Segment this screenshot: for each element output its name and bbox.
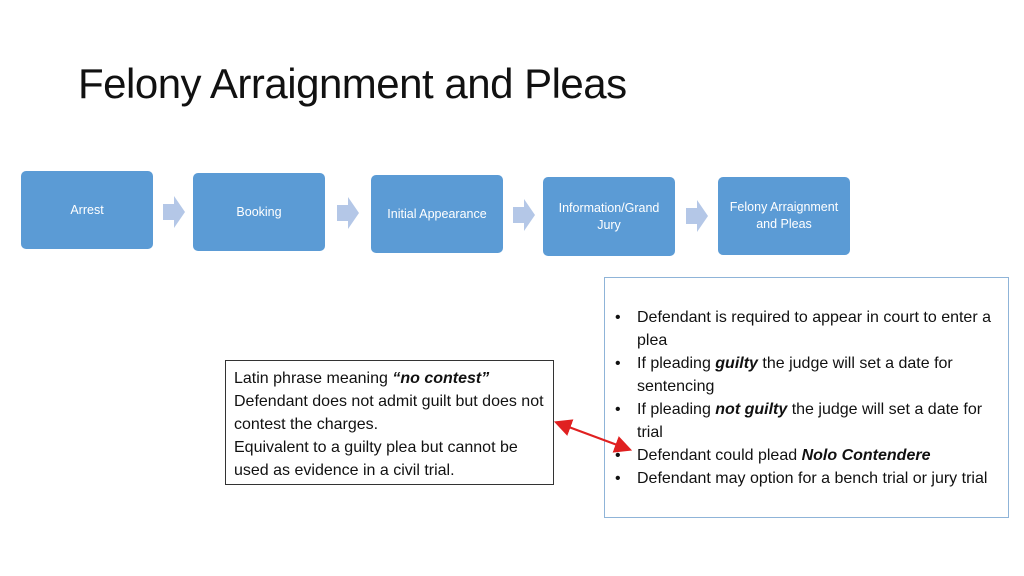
list-item: • Defendant could plead Nolo Contendere <box>611 444 998 467</box>
chevron-right-icon <box>337 197 359 229</box>
plea-bullets: • Defendant is required to appear in cou… <box>604 277 1009 518</box>
bullet-icon: • <box>615 447 621 464</box>
step-booking: Booking <box>193 173 325 251</box>
list-item: • If pleading not guilty the judge will … <box>611 398 998 444</box>
list-item: • Defendant may option for a bench trial… <box>611 467 998 490</box>
step-initial-appearance: Initial Appearance <box>371 175 503 253</box>
note-emphasis: “no contest” <box>392 370 490 387</box>
bullet-icon: • <box>615 355 621 372</box>
chevron-right-icon <box>513 199 535 231</box>
bullet-icon: • <box>615 309 621 326</box>
list-item: • If pleading guilty the judge will set … <box>611 352 998 398</box>
nolo-contendere-note: Latin phrase meaning “no contest” Defend… <box>225 360 554 485</box>
bullet-icon: • <box>615 401 621 418</box>
chevron-right-icon <box>686 200 708 232</box>
step-felony-arraignment: Felony Arraignment and Pleas <box>718 177 850 255</box>
step-arrest: Arrest <box>21 171 153 249</box>
slide-title: Felony Arraignment and Pleas <box>78 60 627 107</box>
bullet-icon: • <box>615 470 621 487</box>
note-line-1: Latin phrase meaning “no contest” <box>234 370 490 387</box>
bullet-list: • Defendant is required to appear in cou… <box>611 306 998 490</box>
list-item: • Defendant is required to appear in cou… <box>611 306 998 352</box>
note-line-2: Defendant does not admit guilt but does … <box>234 393 544 433</box>
step-information-grand-jury: Information/Grand Jury <box>543 177 675 256</box>
note-line-3: Equivalent to a guilty plea but cannot b… <box>234 439 518 479</box>
chevron-right-icon <box>163 196 185 228</box>
